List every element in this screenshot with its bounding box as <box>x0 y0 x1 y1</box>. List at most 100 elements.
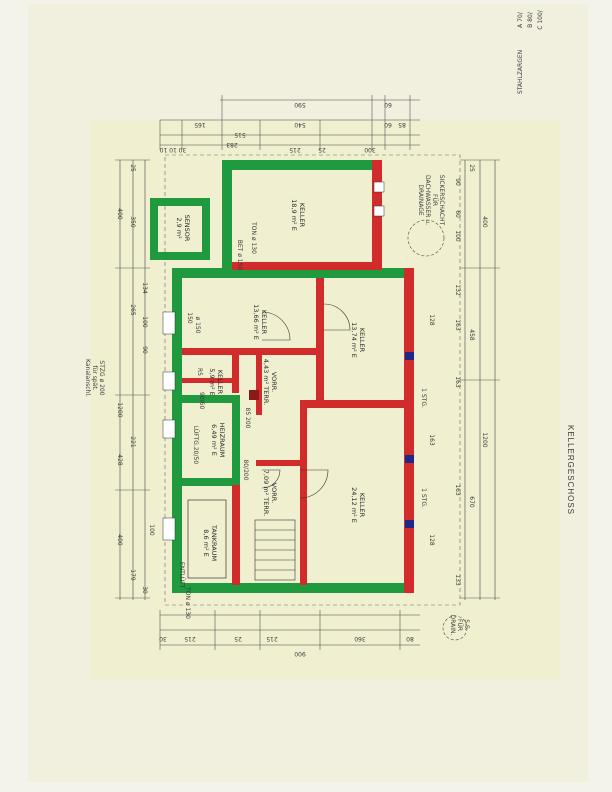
dim-right-670: 670 <box>468 496 475 508</box>
note-w-90-60: 90/60 <box>198 392 205 409</box>
note-ss-3: DRAIN. <box>449 615 456 636</box>
window-1 <box>162 311 176 335</box>
dim-left-100: 100 <box>141 316 148 328</box>
dim-top-515: 515 <box>234 131 246 138</box>
room-keller-top-name: KELLER <box>298 203 306 228</box>
sickerschacht-circle <box>407 219 445 257</box>
dim-left-350: 350 <box>129 216 136 228</box>
dim-top-total: 590 <box>294 101 306 108</box>
room-keller-c-name: KELLER <box>358 493 366 518</box>
note-stg-b: 1 STG. <box>420 488 427 508</box>
dim-right-25: 25 <box>468 164 475 172</box>
note-stzg-3: Kanalanschl. <box>84 359 91 397</box>
note-sickerschacht-2: FÜR <box>431 194 438 206</box>
dim-in-128b: 128 <box>428 534 435 546</box>
floor-title: KELLERGESCHOSS <box>566 425 575 515</box>
dim-right-100: 100 <box>454 230 461 242</box>
room-heizraum-name: HEIZRAUM <box>218 423 226 457</box>
note-w-80-200: 80/200 <box>242 459 249 480</box>
dim-right-163c: 163 <box>454 484 461 496</box>
dim-right-90: 90 <box>454 178 461 186</box>
note-bet-top: BET ø 150 <box>236 240 243 271</box>
dim-top-25a: 25 <box>318 146 326 153</box>
note-stzg-1: STZG ø 200 <box>98 360 105 395</box>
room-keller-small-name: KELLER <box>216 370 224 395</box>
dim-left-265: 265 <box>129 304 136 316</box>
window-2 <box>162 371 176 391</box>
dim-right-132: 132 <box>454 284 461 296</box>
room-sensor-area: 2,9 m² <box>175 217 183 239</box>
note-ton-bottom: TON ø 130 <box>184 586 191 619</box>
dim-top-301010: 30 10 10 <box>159 146 186 153</box>
stairs <box>254 519 296 581</box>
dim-top-60b: 60 <box>384 121 392 128</box>
note-stg: 1 STG. <box>420 388 427 408</box>
room-keller-top-area: 18,9 m² E <box>290 199 298 231</box>
dim-right-400: 400 <box>481 216 488 228</box>
window-4 <box>162 517 176 541</box>
dim-left-428: 428 <box>116 454 123 466</box>
room-vorr-2-name: VORR. <box>270 483 278 503</box>
windows <box>405 352 414 528</box>
dim-left-1200: 1200 <box>116 402 123 417</box>
room-vorr-2-area: 7,09 m² TERR. <box>262 470 270 517</box>
room-heizraum-area: 6,49 m² E <box>210 424 218 456</box>
dim-bot-215b: 215 <box>266 635 278 642</box>
dim-left-90: 90 <box>141 346 148 354</box>
dim-top-60a: 60 <box>384 101 392 108</box>
window-3 <box>162 419 176 439</box>
stahlzargen-b: B 80/ <box>527 11 534 28</box>
room-tankraum-name: TANKRAUM <box>210 524 218 561</box>
dim-top-300: 300 <box>364 146 376 153</box>
room-keller-a-area: 13,66 m² E <box>252 304 260 340</box>
dim-right-60: 60 <box>454 210 461 218</box>
window-5 <box>373 181 385 193</box>
doors <box>261 303 351 499</box>
room-keller-c-area: 24,12 m² E <box>350 487 358 523</box>
dim-in-100: 100 <box>148 524 155 536</box>
dim-left-179: 179 <box>129 569 136 581</box>
dim-left-400b: 400 <box>116 534 123 546</box>
dim-right-133: 133 <box>454 574 461 586</box>
dim-left-221: 221 <box>129 436 136 448</box>
dim-top-165: 165 <box>194 121 206 128</box>
room-vorr-1-area: 4,43 m² TERR. <box>262 359 270 406</box>
note-ss-2: FÜR <box>456 619 463 631</box>
dim-right-1200: 1200 <box>481 432 488 447</box>
dim-bot-215a: 215 <box>184 635 196 642</box>
dim-left-400: 400 <box>116 208 123 220</box>
tank <box>187 499 227 579</box>
dim-bot-25: 25 <box>234 635 242 642</box>
dim-in-163: 163 <box>428 434 435 446</box>
dim-left-30: 30 <box>141 586 148 594</box>
dim-top-215: 215 <box>289 146 301 153</box>
note-entluft: ENTLÜFT <box>178 562 185 589</box>
room-sensor-name: SENSOR <box>183 215 191 242</box>
note-r5: R5 <box>196 368 203 376</box>
outline-dashed <box>164 154 461 606</box>
dim-left-25: 25 <box>129 164 136 172</box>
dim-top-540: 540 <box>294 121 306 128</box>
stahlzargen-a: A 70/ <box>517 11 524 28</box>
room-keller-b-name: KELLER <box>358 328 366 353</box>
note-sickerschacht-3: DACHWASSER u. <box>424 175 431 225</box>
dim-right-163a: 163 <box>454 319 461 331</box>
window-6 <box>373 205 385 217</box>
dimension-lines <box>115 95 500 650</box>
dim-bot-900: 900 <box>294 650 306 657</box>
dim-top-283: 283 <box>226 141 238 148</box>
ss-drain-circle <box>442 615 468 641</box>
dim-in-128a: 128 <box>428 314 435 326</box>
room-tankraum-area: 8,6 m² E <box>202 529 210 557</box>
dim-right-458: 458 <box>468 329 475 341</box>
note-pipe: ø 150 <box>194 316 201 333</box>
dim-top-85a: 85 <box>398 121 406 128</box>
note-sickerschacht-4: DRAINAGE <box>417 184 424 216</box>
note-ton-top: TON ø 130 <box>250 221 257 254</box>
room-keller-b-area: 13,74 m² E <box>350 322 358 358</box>
dim-right-163b: 163 <box>454 376 461 388</box>
dim-bot-30: 30 <box>159 635 167 642</box>
dim-left-134: 134 <box>141 282 148 294</box>
